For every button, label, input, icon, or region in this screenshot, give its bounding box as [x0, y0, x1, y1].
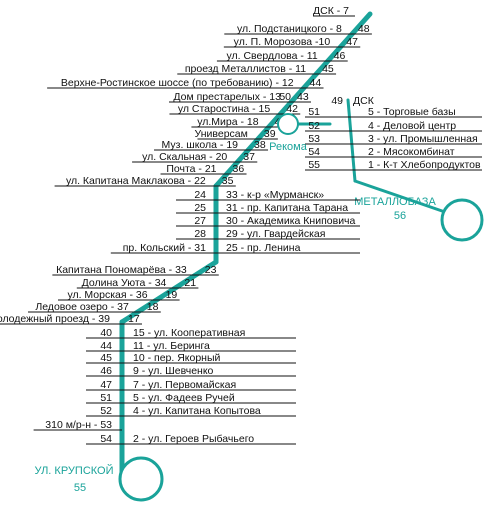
stop-label: 7 - ул. Первомайская — [133, 379, 236, 391]
stop-number: 40 — [100, 327, 112, 339]
stop-number: 18 — [147, 301, 159, 313]
stop-label: 31 - пр. Капитана Тарана — [226, 202, 348, 214]
stop-number: 39 — [264, 128, 276, 140]
stop-label: ул. Морская - 36 — [67, 289, 147, 301]
branch-stop-label: 2 - Мясокомбинат — [368, 146, 455, 158]
branch-dsk-number: 49 — [331, 95, 343, 107]
stop-number: 46 — [334, 50, 346, 62]
stop-label: ул.Мира - 18 — [197, 116, 259, 128]
stop-number: 27 — [194, 215, 206, 227]
stop-number: 23 — [205, 264, 217, 276]
branch-stop-number: 53 — [308, 133, 320, 145]
branch-stop-number: 52 — [308, 120, 320, 132]
branch-junction-number: 50 — [279, 91, 291, 103]
stop-label: 25 - пр. Ленина — [226, 242, 301, 254]
bottom-terminal-sub: 55 — [74, 482, 86, 494]
stop-number: 47 — [346, 36, 358, 48]
branch-terminal-sub: 56 — [394, 210, 406, 222]
stop-number: 44 — [100, 340, 112, 352]
stop-number: 43 — [297, 91, 309, 103]
stop-label: ул. Скальная - 20 — [142, 151, 227, 163]
branch-terminal-circle — [440, 198, 484, 242]
route-line-branch-end — [353, 179, 447, 214]
branch-stop-number: 55 — [308, 159, 320, 171]
stop-label: ул. Капитана Маклакова - 22 — [66, 175, 206, 187]
stop-number: 45 — [322, 63, 334, 75]
rekoma-label: Рекома — [269, 141, 308, 153]
stop-label: 9 - ул. Шевченко — [133, 365, 214, 377]
stop-label: ул. Подстаницкого - 8 — [237, 23, 342, 35]
stop-number: пр. Кольский - 31 — [123, 242, 206, 254]
stop-number: 51 — [100, 392, 112, 404]
stop-number: 21 — [184, 277, 196, 289]
stop-number: 48 — [358, 23, 370, 35]
stop-number: 310 м/р-н - 53 — [45, 419, 112, 431]
bottom-terminal-label: УЛ. КРУПСКОЙ — [34, 464, 113, 477]
stop-label: 33 - к-р «Мурманск» — [226, 189, 324, 201]
branch-stop-label: 4 - Деловой центр — [368, 120, 456, 132]
stop-number: 25 — [194, 202, 206, 214]
stop-number: 47 — [100, 379, 112, 391]
stop-number: 46 — [100, 365, 112, 377]
stop-label: ул. Свердлова - 11 — [226, 50, 317, 62]
stop-label: Молодежный проезд - 39 — [0, 313, 110, 325]
stop-number: 36 — [233, 163, 245, 175]
stop-label: Дом престарелых - 13 — [173, 91, 281, 103]
stop-number: 45 — [100, 352, 112, 364]
stop-label: 4 - ул. Капитана Копытова — [133, 405, 261, 417]
stop-number: 28 — [194, 228, 206, 240]
stop-number: 42 — [286, 103, 298, 115]
stop-number: 35 — [222, 175, 234, 187]
stop-number: 24 — [194, 189, 206, 201]
route-line-upper — [213, 11, 373, 189]
stop-number: 38 — [254, 139, 266, 151]
rekoma-circle — [277, 113, 299, 135]
stop-number: 52 — [100, 405, 112, 417]
stop-label: Муз. школа - 19 — [162, 139, 239, 151]
stop-label: Верхне-Ростинское шоссе (по требованию) … — [61, 77, 294, 89]
stop-number: 17 — [128, 313, 140, 325]
stop-label: Универсам — [195, 128, 248, 140]
stop-number: 37 — [243, 151, 255, 163]
stop-label: 10 - пер. Якорный — [133, 352, 221, 364]
stop-label: Ледовое озеро - 37 — [35, 301, 129, 313]
stop-label: 29 - ул. Гвардейская — [226, 228, 325, 240]
stop-number: 54 — [100, 433, 112, 445]
branch-stop-label: 5 - Торговые базы — [368, 106, 456, 118]
top-terminal-label: ДСК - 7 — [313, 5, 349, 17]
stop-label: ул Старостина - 15 — [178, 103, 271, 115]
stop-label: 5 - ул. Фадеев Ручей — [133, 392, 235, 404]
stop-label: 2 - ул. Героев Рыбачьего — [133, 433, 254, 445]
stop-label: Долина Уюта - 34 — [82, 277, 167, 289]
stop-label: 11 - ул. Беринга — [133, 340, 210, 352]
branch-stop-label: 3 - ул. Промышленная — [368, 133, 478, 145]
stop-label: Капитана Пономарёва - 33 — [56, 264, 187, 276]
bottom-terminal-circle — [118, 456, 164, 502]
stop-number: 19 — [166, 289, 178, 301]
stop-label: проезд Металлистов - 11 — [185, 63, 306, 75]
stop-label: 30 - Академика Книповича — [226, 215, 356, 227]
stop-number: 44 — [310, 77, 322, 89]
branch-stop-number: 54 — [308, 146, 320, 158]
branch-stop-number: 51 — [308, 106, 320, 118]
stop-label: 15 - ул. Кооперативная — [133, 327, 245, 339]
stop-label: ул. П. Морозова -10 — [234, 36, 331, 48]
branch-stop-label: 1 - К-т Хлебопродуктов — [368, 159, 481, 171]
stop-label: Почта - 21 — [166, 163, 216, 175]
branch-terminal-label: МЕТАЛЛОБАЗА — [354, 196, 436, 208]
route-line-branch — [346, 98, 357, 183]
branch-dsk-label: ДСК — [353, 95, 375, 107]
